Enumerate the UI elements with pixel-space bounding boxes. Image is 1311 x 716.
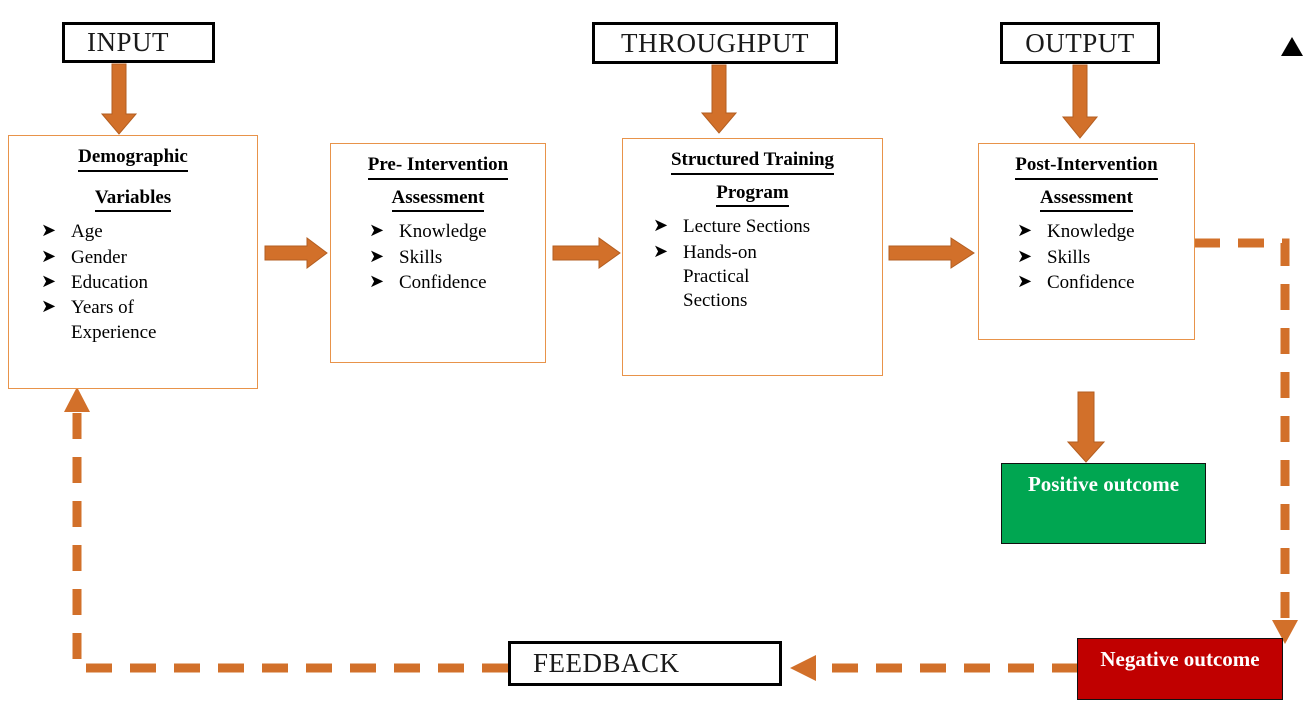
arrow-pre-assessment-to-training xyxy=(552,237,621,269)
process-title-line2: Program xyxy=(716,180,789,208)
arrow-output-to-post-assessment xyxy=(1061,64,1099,139)
header-label-output: OUTPUT xyxy=(1025,27,1135,58)
process-title-demographic: Demographic Variables xyxy=(15,144,251,213)
list-item-label: Knowledge xyxy=(1047,221,1135,243)
list-item-label: Confidence xyxy=(1047,271,1135,293)
arrow-throughput-to-training xyxy=(700,64,738,134)
outcome-box-negative: Negative outcome xyxy=(1077,638,1283,700)
dashed-path-negative-outcome-to-feedback xyxy=(790,655,1078,681)
arrow-bullet-icon: ➤ xyxy=(369,220,385,242)
header-box-input: INPUT xyxy=(62,22,215,63)
list-item: ➤ Hands-on Practical Sections xyxy=(653,241,876,314)
list-item-label: Confidence xyxy=(399,271,487,293)
outcome-label-negative: Negative outcome xyxy=(1100,647,1260,671)
list-item: ➤ Skills xyxy=(1017,246,1188,270)
list-item: ➤ Education xyxy=(41,271,251,295)
list-item: ➤ Age xyxy=(41,220,251,244)
triangle-up-icon xyxy=(1281,37,1303,56)
outcome-label-positive: Positive outcome xyxy=(1027,472,1180,496)
list-item-label: Gender xyxy=(71,246,127,268)
arrow-demographic-to-pre-assessment xyxy=(264,237,328,269)
header-label-feedback: FEEDBACK xyxy=(533,648,680,678)
list-item: ➤ Years of Experience xyxy=(41,296,251,345)
header-box-output: OUTPUT xyxy=(1000,22,1160,64)
header-box-feedback: FEEDBACK xyxy=(508,641,782,686)
header-label-input: INPUT xyxy=(87,27,169,57)
list-item: ➤ Skills xyxy=(369,246,539,270)
outcome-box-positive: Positive outcome xyxy=(1001,463,1206,544)
list-item-label: Lecture Sections xyxy=(683,216,811,238)
process-box-structured-training-program: Structured Training Program ➤ Lecture Sec… xyxy=(622,138,883,376)
list-item-label: Age xyxy=(71,221,103,243)
list-item-label: Skills xyxy=(399,246,443,268)
dashed-path-post-assessment-to-negative-outcome xyxy=(1194,238,1298,644)
process-title-line1: Pre- Intervention xyxy=(367,152,509,180)
bullet-list-demographic: ➤ Age ➤ Gender ➤ Education ➤ Years of Experi… xyxy=(15,220,251,345)
arrow-post-assessment-to-positive-outcome xyxy=(1066,391,1106,463)
process-title-training: Structured Training Program xyxy=(629,147,876,208)
list-item-label: Knowledge xyxy=(399,221,487,243)
list-item: ➤ Confidence xyxy=(1017,271,1188,295)
process-title-line1: Post-Intervention xyxy=(1015,152,1158,180)
list-item: ➤ Confidence xyxy=(369,271,539,295)
process-title-line2: Assessment xyxy=(1040,185,1133,213)
arrow-bullet-icon: ➤ xyxy=(369,270,385,292)
bullet-list-post-assessment: ➤ Knowledge ➤ Skills ➤ Confidence xyxy=(985,220,1188,295)
process-box-demographic-variables: Demographic Variables ➤ Age ➤ Gender ➤ Educ… xyxy=(8,135,258,389)
list-item-label: Years of Experience xyxy=(71,297,157,343)
list-item: ➤ Lecture Sections xyxy=(653,215,876,239)
arrow-bullet-icon: ➤ xyxy=(1017,270,1033,292)
arrow-bullet-icon: ➤ xyxy=(653,215,669,237)
list-item-label: Education xyxy=(71,271,149,293)
arrow-training-to-post-assessment xyxy=(888,237,975,269)
process-title-post-assessment: Post-Intervention Assessment xyxy=(985,152,1188,213)
arrow-bullet-icon: ➤ xyxy=(653,240,669,262)
arrow-bullet-icon: ➤ xyxy=(41,270,57,292)
process-title-line2: Assessment xyxy=(391,185,485,213)
arrow-bullet-icon: ➤ xyxy=(1017,220,1033,242)
list-item-label: Hands-on Practical Sections xyxy=(683,241,757,312)
process-title-pre-assessment: Pre- Intervention Assessment xyxy=(337,152,539,213)
header-label-throughput: THROUGHPUT xyxy=(620,27,809,58)
list-item-label: Skills xyxy=(1047,246,1091,268)
list-item: ➤ Knowledge xyxy=(369,220,539,244)
arrow-bullet-icon: ➤ xyxy=(369,245,385,267)
process-title-line1: Demographic xyxy=(78,144,188,172)
arrow-bullet-icon: ➤ xyxy=(41,296,57,318)
header-box-throughput: THROUGHPUT xyxy=(592,22,838,64)
arrow-input-to-demographic xyxy=(100,63,138,135)
arrow-bullet-icon: ➤ xyxy=(1017,245,1033,267)
process-box-pre-intervention-assessment: Pre- Intervention Assessment ➤ Knowledge … xyxy=(330,143,546,363)
bullet-list-training: ➤ Lecture Sections ➤ Hands-on Practical Se… xyxy=(629,215,876,313)
process-box-post-intervention-assessment: Post-Intervention Assessment ➤ Knowledge … xyxy=(978,143,1195,340)
process-title-line1: Structured Training xyxy=(670,147,835,175)
list-item: ➤ Gender xyxy=(41,246,251,270)
process-title-line2: Variables xyxy=(94,185,172,213)
dashed-path-feedback-to-demographic xyxy=(64,387,508,673)
arrow-bullet-icon: ➤ xyxy=(41,220,57,242)
list-item: ➤ Knowledge xyxy=(1017,220,1188,244)
bullet-list-pre-assessment: ➤ Knowledge ➤ Skills ➤ Confidence xyxy=(337,220,539,295)
arrow-bullet-icon: ➤ xyxy=(41,245,57,267)
